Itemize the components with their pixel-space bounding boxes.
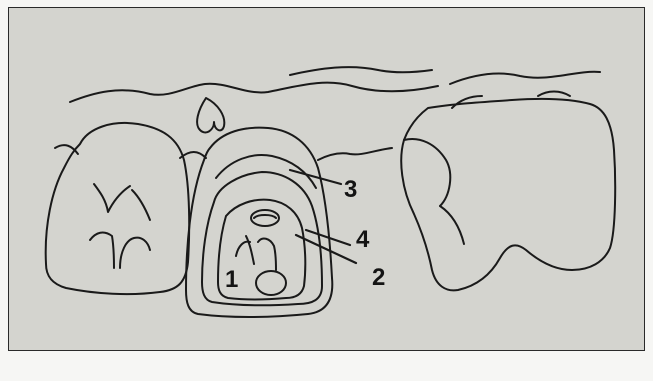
adjacent-teeth bbox=[401, 92, 615, 291]
label-1: 1 bbox=[225, 268, 238, 292]
prepared-tooth bbox=[186, 128, 332, 317]
label-2: 2 bbox=[372, 266, 385, 290]
left-incisor bbox=[46, 123, 190, 294]
label-4: 4 bbox=[356, 228, 369, 252]
gingival-contour bbox=[55, 67, 600, 160]
papilla bbox=[197, 98, 224, 132]
label-3: 3 bbox=[344, 178, 357, 202]
